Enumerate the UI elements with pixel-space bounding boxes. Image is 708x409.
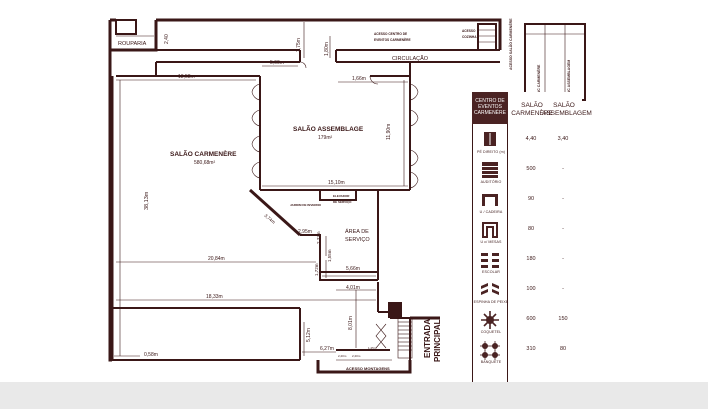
dim-18-33: 18,33m [206, 294, 223, 300]
room-label-area-servico-2: SERVIÇO [345, 237, 370, 243]
dim-2-20a: 2,20m [338, 354, 347, 358]
legend-row-u-mesas: U c/ MESAS 80 - [470, 220, 582, 250]
dim-20-84: 20,84m [208, 256, 225, 262]
bottom-gray-strip [0, 382, 708, 409]
room-label-elevador-1: ELEVADOR [333, 194, 350, 198]
u-shape-tables-icon [482, 222, 498, 238]
dim-1-80: 1,80m [324, 42, 330, 56]
herringbone-icon [481, 283, 499, 295]
legend-row-banquete: BANQUETE 310 80 [470, 340, 582, 370]
column-header-carmenere: SALÃO CARMENÈRE [511, 102, 553, 117]
dim-1-55: 1,55m [327, 249, 332, 262]
room-label-acesso-cozinha-2: COZINHA [462, 35, 477, 39]
auditorium-icon [482, 162, 498, 178]
room-label-acesso-montagens: ACESSO MONTAGENS [346, 366, 390, 371]
legend-row-pe-direito: PÉ DIREITO (m) 4,40 3,40 [470, 130, 582, 160]
room-label-assemblage: SALÃO ASSEMBLAGE [293, 124, 364, 133]
legend-row-espinha: ESPINHA DE PEIXE 100 - [470, 280, 582, 310]
dim-2-95: 2,95m [298, 229, 312, 235]
dim-3-74: 3,74m [263, 213, 276, 225]
legend-row-escolar: ESCOLAR 180 - [470, 250, 582, 280]
room-label-entrada-1: ENTRADA [423, 319, 432, 358]
dim-5-12: 5,12m [306, 328, 312, 342]
room-label-circulacao: CIRCULAÇÃO [392, 55, 429, 62]
legend-header-line-1: CENTRO DE [475, 98, 505, 104]
room-label-acesso-centro-1: ACESSO CENTRO DE [374, 32, 407, 36]
dim-1-66: 1,66m [352, 76, 366, 82]
dim-0-58: 0,58m [144, 352, 158, 358]
room-label-acesso-cozinha-1: ACESSO [462, 29, 476, 33]
dim-15-10: 15,10m [328, 180, 345, 186]
room-label-elevador-2: DE SERVIÇO [333, 200, 352, 204]
u-shape-chairs-icon [482, 194, 498, 206]
room-label-wc-carmenere: WC CARMENÈRE [536, 64, 541, 94]
dim-2-20b: 2,20m [352, 354, 361, 358]
dim-1-72: 1,72m [314, 263, 319, 276]
dim-11-90: 11,90m [386, 124, 392, 140]
legend-header-line-2: EVENTOS [478, 104, 502, 110]
dim-2-40: 2,40 [164, 34, 170, 44]
capacity-legend: CENTRO DE EVENTOS CARMENÈRE SALÃO CARMEN… [470, 92, 592, 384]
dim-4-01: 4,01m [346, 285, 360, 291]
legend-header-line-3: CARMENÈRE [474, 110, 506, 116]
doors [251, 61, 419, 349]
ceiling-height-icon [484, 132, 496, 146]
legend-row-auditorio: AUDITÓRIO 500 - [470, 160, 582, 190]
column-header-assemblage: SALÃO ASSEMBLAGEM [542, 102, 592, 117]
legend-row-u-cadeira: U / CADEIRA 90 - [470, 190, 582, 220]
legend-row-coquetel: COQUETEL 600 150 [470, 310, 582, 340]
dim-3-75: 3,75m [296, 38, 302, 52]
room-area-assemblage: 179m² [318, 135, 333, 141]
dim-5-66: 5,66m [346, 266, 360, 272]
legend-header: CENTRO DE EVENTOS CARMENÈRE [472, 92, 508, 124]
walls [108, 18, 586, 374]
room-label-wc-assemblage: WC ASSEMBLAGEM [567, 60, 571, 94]
cocktail-icon [481, 311, 499, 329]
room-label-jardim: JARDIM DE INVERNO [290, 203, 322, 207]
dim-13-58: 13,58m [178, 74, 195, 80]
banquet-icon [480, 341, 500, 360]
room-label-area-servico-1: ÁREA DE [345, 228, 369, 235]
dimension-lines [114, 22, 408, 361]
room-area-carmenere: 580,68m² [194, 160, 215, 166]
room-label-acesso-salao: ACESSO SALÃO CARMENÈRE [508, 18, 513, 70]
dim-2-33: 2,33m [316, 231, 321, 244]
room-label-acesso-centro-2: EVENTOS CARMENÈRE [374, 37, 411, 42]
dim-8-01: 8,01m [348, 316, 354, 330]
room-label-rouparia: ROUPARIA [118, 41, 147, 47]
dim-1-25: 1,25m [368, 346, 377, 350]
room-label-entrada-2: PRINCIPAL [433, 319, 442, 362]
room-label-carmenere: SALÃO CARMENÈRE [170, 149, 237, 158]
dim-5-60: 5,60m [270, 60, 284, 66]
dim-6-27: 6,27m [320, 346, 334, 352]
classroom-icon [481, 253, 499, 268]
dim-38-13: 38,13m [144, 191, 150, 210]
